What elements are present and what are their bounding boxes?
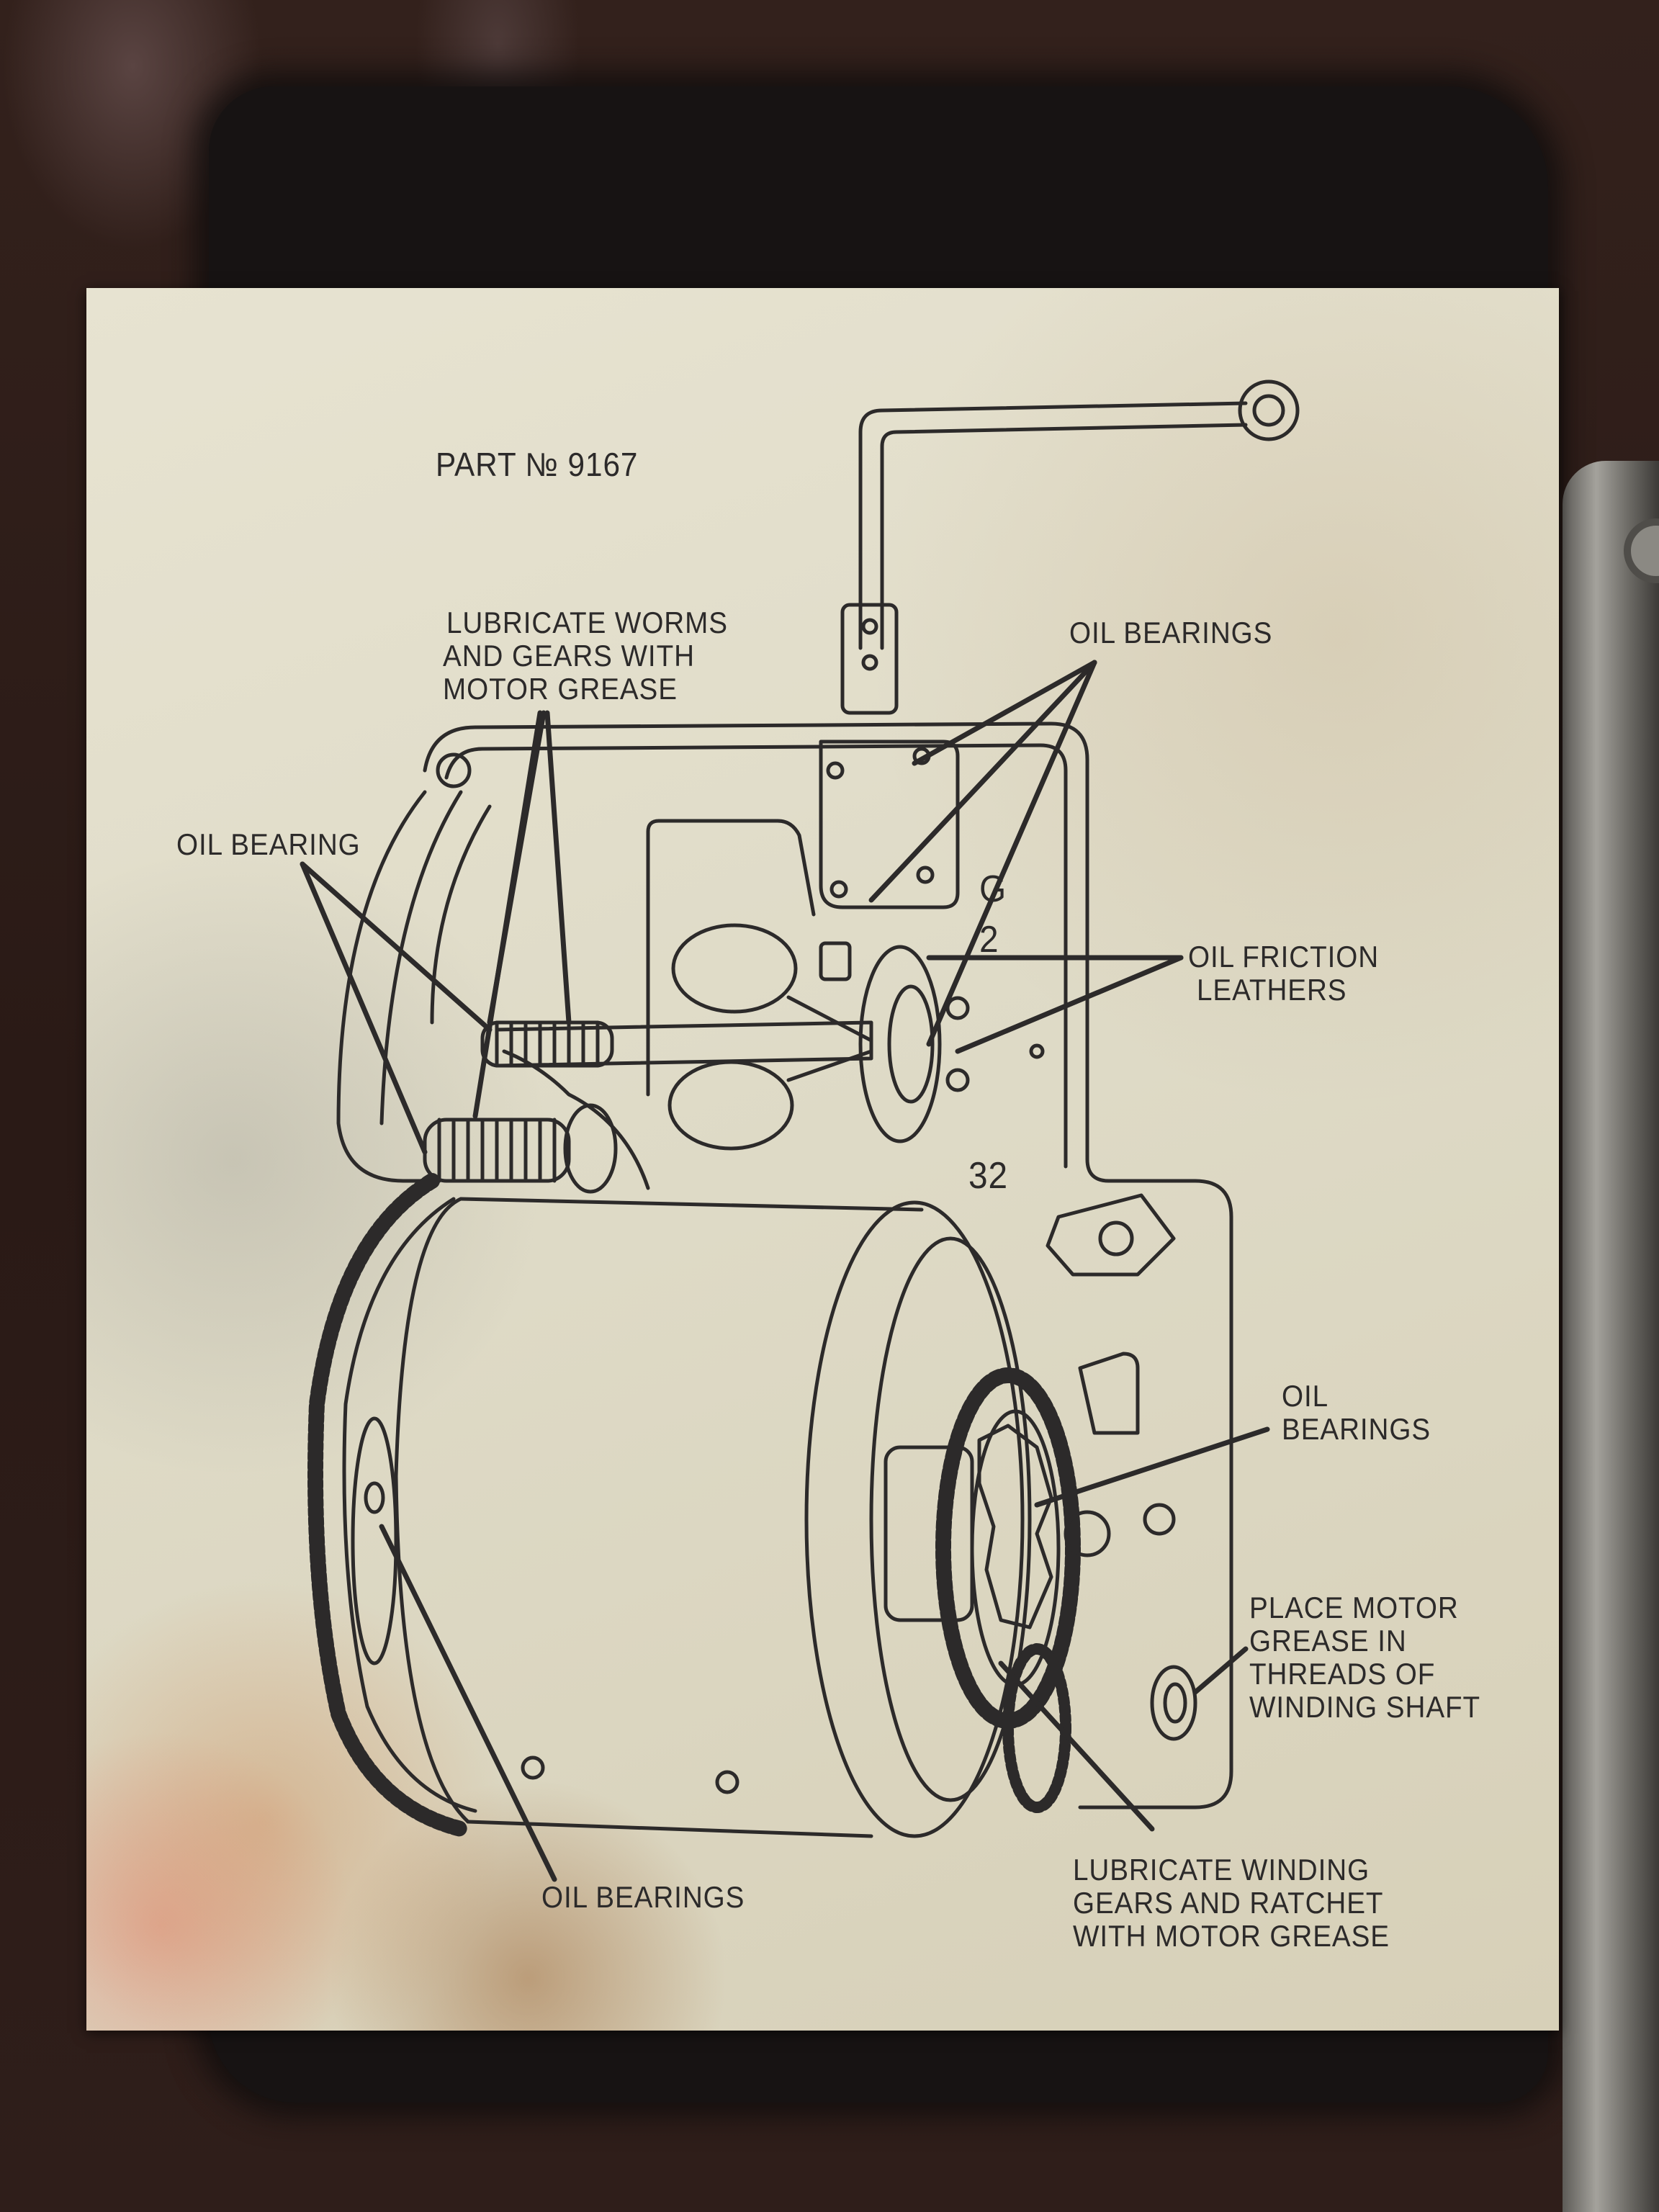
label-winding-line1: LUBRICATE WINDING — [1073, 1853, 1370, 1887]
label-place-line3: THREADS OF — [1249, 1657, 1436, 1691]
label-frame-32: 32 — [968, 1155, 1009, 1197]
label-frame-g: G — [979, 868, 1007, 910]
part-number: PART № 9167 — [436, 446, 639, 483]
label-oil-bearings-right-line2: BEARINGS — [1282, 1412, 1431, 1446]
label-worms-line2: AND GEARS WITH — [443, 639, 695, 673]
motor-drum — [394, 1197, 1032, 1838]
label-oil-bearings-right-line1: OIL — [1282, 1379, 1329, 1413]
label-oil-bearing-left: OIL BEARING — [176, 827, 361, 861]
label-place-line2: GREASE IN — [1249, 1624, 1407, 1658]
metal-clip — [1563, 461, 1659, 2212]
label-frame-2: 2 — [979, 919, 999, 961]
label-friction-line1: OIL FRICTION — [1188, 940, 1380, 974]
label-oil-bearings-bottom: OIL BEARINGS — [541, 1880, 745, 1914]
leader-lines — [300, 660, 1270, 1882]
label-friction-line2: LEATHERS — [1197, 973, 1347, 1007]
large-gear — [307, 1173, 477, 1837]
label-winding-line2: GEARS AND RATCHET — [1073, 1886, 1384, 1920]
label-place-line4: WINDING SHAFT — [1249, 1690, 1481, 1724]
label-worms-line3: MOTOR GREASE — [443, 672, 678, 706]
winding-crank — [840, 379, 1300, 715]
label-oil-bearings-top: OIL BEARINGS — [1069, 616, 1273, 649]
worm-screws — [423, 1020, 618, 1194]
left-housing — [336, 790, 650, 1190]
label-worms-line1: LUBRICATE WORMS — [446, 606, 728, 639]
label-winding-line3: WITH MOTOR GREASE — [1073, 1919, 1390, 1953]
winding-gear-ratchet — [884, 1193, 1197, 1813]
label-place-line1: PLACE MOTOR — [1249, 1591, 1459, 1624]
motor-frame — [423, 721, 1233, 1809]
instruction-sheet — [86, 288, 1559, 2031]
